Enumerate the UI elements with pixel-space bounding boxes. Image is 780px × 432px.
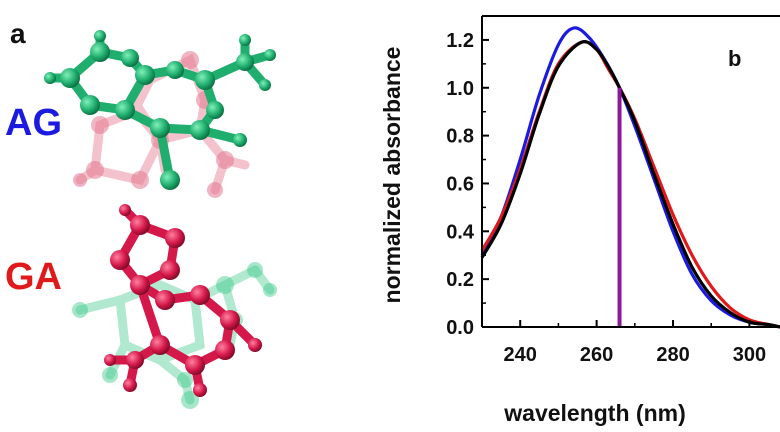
series-line-0 [480,26,780,329]
molecule-label-ag: AG [5,102,62,144]
x-tick-label-3: 300 [733,344,766,366]
y-tick-label-6: 1.2 [446,30,474,52]
y-tick-label-3: 0.6 [446,173,474,195]
panel-b-letter: b [728,46,741,71]
series-line-2 [480,40,780,329]
ga-main-atoms [104,204,262,397]
x-tick-label-1: 260 [580,344,613,366]
series-layer [480,26,780,329]
x-tick-label-2: 280 [656,344,689,366]
x-axis-title: wavelength (nm) [503,400,685,426]
series-line-1 [480,40,780,329]
y-tick-label-2: 0.4 [446,221,475,243]
y-tick-label-0: 0.0 [446,317,474,339]
y-tick-label-5: 1.0 [446,78,474,100]
panel-a-letter: a [10,18,26,49]
x-tick-label-0: 240 [504,344,537,366]
y-axis-title: normalized absorbance [379,47,405,304]
axes-layer: 0.0 0.2 0.4 0.6 0.8 1.0 1.2 240 260 280 300 [446,15,780,366]
ag-main-atoms [44,30,276,190]
y-tick-label-4: 0.8 [446,126,474,148]
y-tick-label-1: 0.2 [446,269,474,291]
molecule-label-ga: GA [5,256,62,298]
